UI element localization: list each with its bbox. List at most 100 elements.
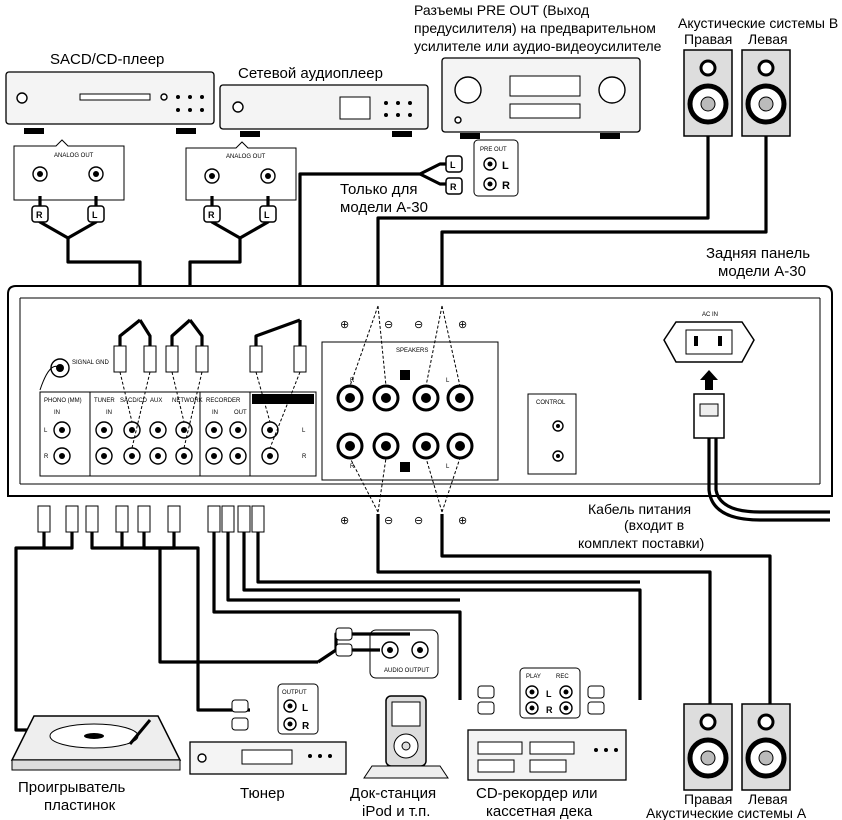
top-input-plugs bbox=[113, 318, 307, 449]
speaker-b-left bbox=[741, 49, 791, 137]
svg-text:PLAY: PLAY bbox=[526, 674, 541, 680]
control-jacks: CONTROL bbox=[527, 393, 577, 475]
svg-text:OUTPUT: OUTPUT bbox=[282, 690, 307, 696]
ipod-dock bbox=[363, 695, 449, 779]
svg-text:PRE OUT: PRE OUT bbox=[480, 147, 507, 153]
svg-text:R: R bbox=[302, 721, 310, 732]
svg-text:⊕: ⊕ bbox=[340, 319, 349, 331]
speaker-terminals: SPEAKERS B A R L R L ⊕ ⊖ ⊖ ⊕ ⊕ ⊖ ⊖ ⊕ bbox=[321, 305, 499, 527]
only-a30-label-2: модели А-30 bbox=[340, 199, 428, 216]
svg-text:L: L bbox=[446, 378, 450, 384]
svg-text:L: L bbox=[502, 160, 509, 172]
bottom-plugs bbox=[37, 505, 265, 533]
svg-text:L: L bbox=[302, 703, 308, 714]
svg-text:R: R bbox=[44, 454, 49, 460]
svg-text:AC IN: AC IN bbox=[702, 312, 718, 318]
input-section: PHONO (MM) TUNER SACD/CD AUX NETWORK REC… bbox=[39, 391, 317, 477]
sacd-label: SACD/CD-плеер bbox=[50, 51, 164, 68]
svg-text:IN: IN bbox=[54, 410, 60, 416]
signal-gnd-terminal: SIGNAL GND bbox=[39, 358, 109, 391]
svg-text:⊕: ⊕ bbox=[458, 515, 467, 527]
speakers-a-right-label: Правая bbox=[684, 791, 732, 807]
svg-text:L: L bbox=[92, 210, 98, 220]
only-a30-label-1: Только для bbox=[340, 181, 417, 198]
speakers-b-left-label: Левая bbox=[748, 31, 788, 47]
svg-text:IN: IN bbox=[106, 410, 112, 416]
sacd-player bbox=[5, 71, 215, 134]
svg-text:SPEAKERS: SPEAKERS bbox=[396, 348, 428, 354]
svg-text:R: R bbox=[36, 210, 43, 220]
speakers-b-label: Акустические системы B bbox=[678, 15, 838, 31]
svg-text:⊖: ⊖ bbox=[414, 515, 423, 527]
rear-label-1: Задняя панель bbox=[706, 245, 810, 262]
svg-text:L: L bbox=[264, 210, 270, 220]
dock-label-2: iPod и т.п. bbox=[362, 803, 430, 820]
speakers-a-label: Акустические системы A bbox=[646, 805, 807, 820]
svg-text:⊕: ⊕ bbox=[458, 319, 467, 331]
dock-label-1: Док-станция bbox=[350, 785, 436, 802]
speaker-a-left bbox=[741, 703, 791, 791]
svg-text:R: R bbox=[350, 464, 355, 470]
svg-text:R: R bbox=[450, 182, 457, 192]
power-label-2: (входит в bbox=[624, 517, 684, 533]
svg-text:CONTROL: CONTROL bbox=[536, 400, 566, 406]
svg-text:⊖: ⊖ bbox=[384, 319, 393, 331]
network-label: Сетевой аудиоплеер bbox=[238, 65, 383, 82]
dock-audio-output: AUDIO OUTPUT bbox=[317, 627, 439, 679]
turntable-label-1: Проигрыватель bbox=[18, 779, 126, 796]
speakers-a-left-label: Левая bbox=[748, 791, 788, 807]
recorder-play-rec: PLAY REC L R bbox=[477, 667, 605, 719]
svg-text:B: B bbox=[402, 373, 407, 380]
power-label-1: Кабель питания bbox=[588, 501, 691, 517]
svg-text:L: L bbox=[446, 464, 450, 470]
svg-text:L: L bbox=[44, 428, 48, 434]
speaker-a-right bbox=[683, 703, 733, 791]
speaker-b-right bbox=[683, 49, 733, 137]
svg-text:ANALOG OUT: ANALOG OUT bbox=[54, 153, 94, 159]
svg-text:⊕: ⊕ bbox=[340, 515, 349, 527]
svg-text:L: L bbox=[546, 689, 552, 699]
power-label-3: комплект поставки) bbox=[578, 535, 704, 551]
tuner-label: Тюнер bbox=[240, 785, 285, 802]
svg-text:SACD/CD: SACD/CD bbox=[120, 398, 148, 404]
svg-text:NETWORK: NETWORK bbox=[172, 398, 203, 404]
network-player bbox=[219, 84, 429, 137]
svg-text:A: A bbox=[402, 465, 407, 472]
preout-label-1: Разъемы PRE OUT (Выход bbox=[414, 2, 589, 18]
recorder-label-1: CD-рекордер или bbox=[476, 785, 598, 802]
svg-text:ANALOG OUT: ANALOG OUT bbox=[226, 154, 266, 160]
tuner-output: OUTPUT L R bbox=[231, 683, 319, 735]
cd-recorder bbox=[467, 729, 627, 781]
turntable-label-2: пластинок bbox=[44, 797, 116, 814]
tuner-device bbox=[189, 741, 347, 775]
svg-text:L: L bbox=[302, 428, 306, 434]
svg-text:R: R bbox=[350, 378, 355, 384]
svg-text:R: R bbox=[302, 454, 307, 460]
svg-text:AUDIO OUTPUT: AUDIO OUTPUT bbox=[384, 668, 430, 674]
svg-text:REC: REC bbox=[556, 674, 569, 680]
svg-text:PHONO (MM): PHONO (MM) bbox=[44, 398, 82, 404]
svg-text:OUT: OUT bbox=[234, 410, 247, 416]
turntable bbox=[10, 715, 182, 771]
preout-label-3: усилителе или аудио-видеоусилителе bbox=[414, 38, 662, 54]
svg-text:R: R bbox=[208, 210, 215, 220]
recorder-label-2: кассетная дека bbox=[486, 803, 593, 820]
svg-text:⊖: ⊖ bbox=[384, 515, 393, 527]
svg-text:AUX: AUX bbox=[150, 398, 162, 404]
sacd-analog-out: ANALOG OUT bbox=[13, 139, 125, 201]
rear-label-2: модели А-30 bbox=[718, 263, 806, 280]
svg-text:TUNER: TUNER bbox=[94, 398, 115, 404]
svg-text:R: R bbox=[502, 180, 510, 192]
ac-inlet: AC IN bbox=[663, 312, 830, 522]
svg-text:IN: IN bbox=[212, 410, 218, 416]
svg-text:L: L bbox=[450, 160, 456, 170]
svg-text:RECORDER: RECORDER bbox=[206, 398, 241, 404]
svg-text:POWER AMP DIRECT: POWER AMP DIRECT bbox=[254, 398, 310, 404]
svg-text:⊖: ⊖ bbox=[414, 319, 423, 331]
preout-callout: PRE OUT L R bbox=[473, 139, 519, 197]
network-analog-out: ANALOG OUT bbox=[185, 141, 297, 201]
svg-text:SIGNAL GND: SIGNAL GND bbox=[72, 360, 109, 366]
preamp-receiver bbox=[441, 57, 641, 139]
input-jacks bbox=[53, 421, 279, 465]
